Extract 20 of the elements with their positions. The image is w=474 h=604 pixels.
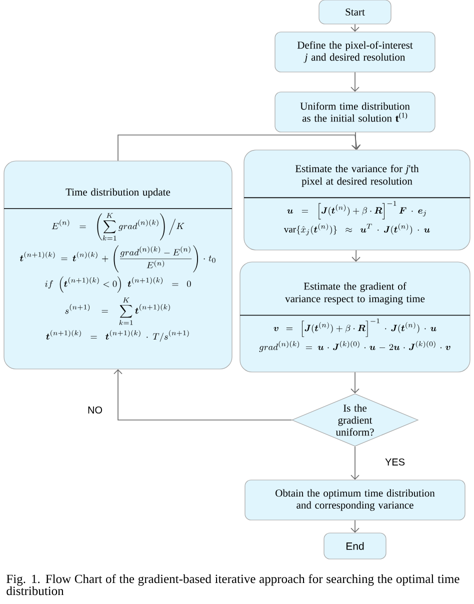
formula-box: Estimate the variance for j'th pixel at desired resolution $\boldsymbol{u}=\left[\boldsymbol{J}(\boldsymbol{t}^{(n)})+\beta\cdot\boldsymbol{R}\right]^{-1}\boldsymbol{F}\cdot\boldsymbol{e}_j$ $\mathrm{var}\{\hat{x}_j(\boldsymbol{t}^{(n)})\}\approx\boldsymbol{u}^T\cdot\boldsymbol{J}(\boldsymbol{t}^{(n)})\cdot\boldsymbol{u}$ (244, 150, 470, 250)
terminal-box: Start (318, 0, 392, 24)
process-box: Define the pixel-of-interest j and desired resolution (274, 32, 436, 72)
arrow (350, 446, 360, 480)
arrow (118, 134, 361, 162)
arrow (352, 250, 360, 262)
arrow (114, 369, 292, 420)
formula-box: Time distribution update $E^{(n)}=\left(\sum_{k=1}^{K} grad^{(n)(k)}\right)\Big/K$ $\boldsymbol{t}^{(n+1)(k)}=\boldsymbol{t}^{(n)(k)}+\left(\frac{grad^{(n)(k)}-E^{(n)}}{E^{(n)}}\right)\cdot t_0$ $if\ \left(\boldsymbol{t}^{(n+1)(k)}<0\right)\ \boldsymbol{t}^{(n+1)(k)}=0$ $s^{(n+1)}=\sum_{k=1}^{K}\boldsymbol{t}^{(n+1)(k)}$ $\boldsymbol{t}^{(n+1)(k)}=\boldsymbol{t}^{(n+1)(k)}\cdot T/s^{(n+1)}$ (4, 160, 232, 370)
edge-label: NO (86, 405, 104, 415)
arrow (351, 132, 360, 150)
arrow (350, 372, 360, 394)
terminal-box: End (324, 532, 386, 560)
caption: Fig. 1. Flow Chart of the gradient-based iterative approach for searching the optimal time distribution (6, 574, 460, 596)
arrow (350, 24, 360, 32)
arrow (350, 72, 360, 92)
edge-label: YES (384, 457, 406, 467)
process-box: Obtain the optimum time distribution and corresponding variance (244, 480, 466, 520)
process-box: Uniform time distribution as the initial solution t$^{(1)}$ (274, 92, 436, 132)
arrow (350, 520, 360, 533)
formula-box: Estimate the gradient of variance respect to imaging time $\boldsymbol{v}=\left[\boldsymbol{J}(\boldsymbol{t}^{(n)})+\beta\cdot\boldsymbol{R}\right]^{-1}\cdot\boldsymbol{J}(\boldsymbol{t}^{(n)})\cdot\boldsymbol{u}$ $grad^{(n)(k)}=\boldsymbol{u}\cdot\boldsymbol{J}^{(k)(0)}\cdot\boldsymbol{u}-2\boldsymbol{u}\cdot\boldsymbol{J}^{(k)(0)}\cdot\boldsymbol{v}$ (240, 262, 470, 372)
